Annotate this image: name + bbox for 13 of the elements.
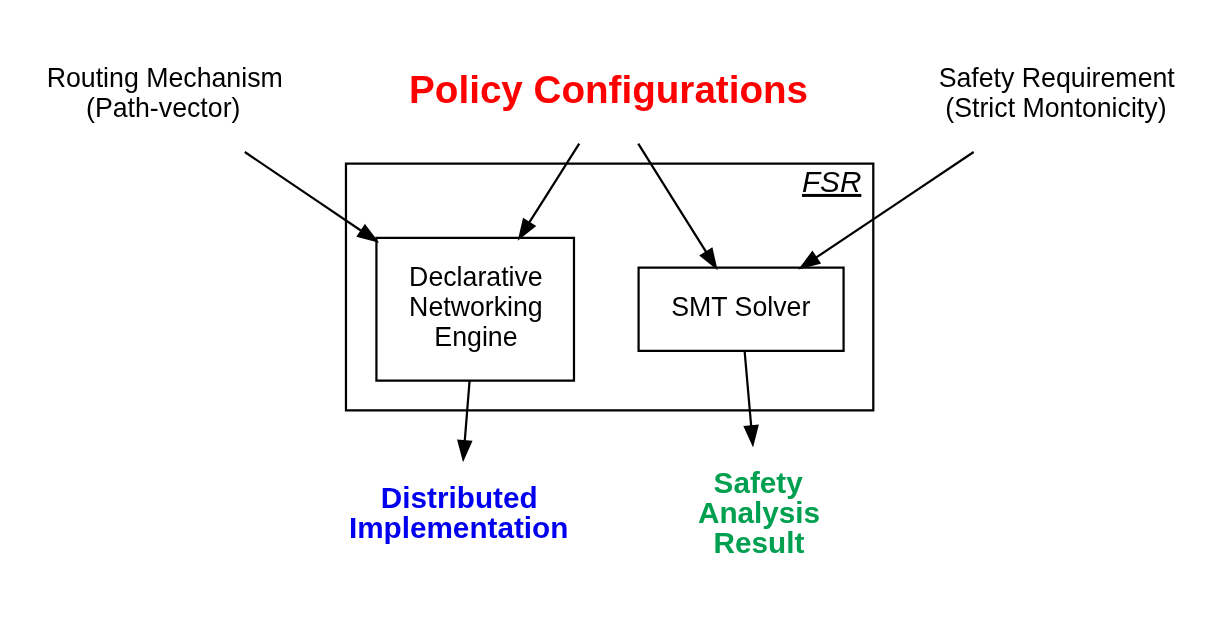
arrow xyxy=(637,143,718,271)
node-text: Routing Mechanism (Path-vector) xyxy=(46,63,283,123)
node-box: SMT Solver xyxy=(637,266,845,352)
node-text: Policy Configurations xyxy=(409,68,809,112)
arrow xyxy=(743,350,759,448)
node-text: Distributed Implementation xyxy=(348,481,569,545)
node-text: Safety Requirement (Strict Montonicity) xyxy=(938,63,1175,123)
node-text: Safety Analysis Result xyxy=(698,466,821,559)
arrow xyxy=(798,151,975,270)
arrow xyxy=(244,151,380,243)
arrow xyxy=(517,143,581,241)
arrow xyxy=(457,380,473,463)
node-box: Declarative Networking Engine xyxy=(375,236,576,382)
